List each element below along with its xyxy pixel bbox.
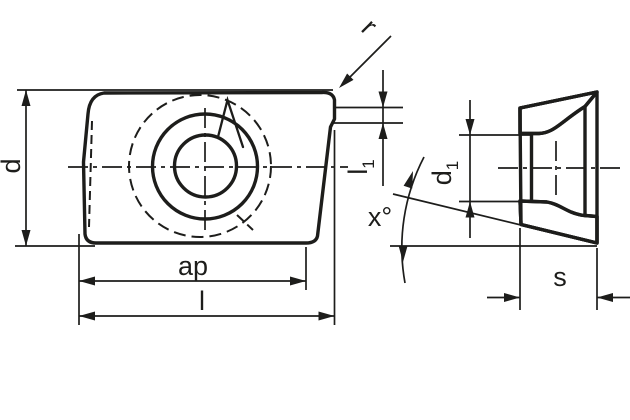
facet-peak-line bbox=[216, 95, 245, 149]
insert-outline bbox=[81, 90, 337, 245]
s-label: s bbox=[553, 262, 567, 292]
angle-sloped-line bbox=[392, 193, 598, 245]
dimension-l: l bbox=[79, 130, 336, 325]
s-arrow-left bbox=[504, 293, 520, 302]
section-top-band-hatch bbox=[518, 90, 599, 136]
dimension-d1: d1 bbox=[427, 100, 533, 238]
x-angle-label: x° bbox=[368, 202, 392, 232]
dimension-x-angle: x° bbox=[368, 156, 598, 284]
d1-label: d1 bbox=[427, 161, 462, 186]
d-label: d bbox=[0, 158, 26, 173]
d-arrow-up bbox=[21, 90, 31, 106]
d1-arrow-up bbox=[465, 201, 475, 218]
dimension-ap: ap bbox=[78, 234, 307, 325]
angle-arc bbox=[401, 156, 425, 284]
facet-line-bottom-dashed bbox=[236, 214, 254, 231]
d-arrow-down bbox=[21, 230, 31, 246]
insert-top-view bbox=[68, 90, 348, 245]
ap-label: ap bbox=[178, 251, 208, 281]
lower-face-edge-dashed bbox=[88, 120, 93, 228]
angle-arrow-top bbox=[403, 171, 413, 189]
inscribed-circle-dashed bbox=[128, 94, 272, 238]
r-label: r bbox=[356, 13, 384, 41]
l1-arrow-up bbox=[378, 123, 388, 139]
dimension-s: s bbox=[487, 228, 630, 310]
l1-label: l1 bbox=[343, 159, 378, 174]
r-arrowhead bbox=[339, 73, 354, 88]
dimension-d: d bbox=[0, 89, 333, 247]
l1-arrow-down bbox=[378, 91, 388, 108]
angle-arrow-bottom bbox=[398, 246, 408, 262]
ap-arrow-left bbox=[79, 276, 95, 286]
insert-side-view bbox=[498, 90, 621, 245]
ap-arrow-right bbox=[290, 276, 306, 286]
s-arrow-right bbox=[597, 293, 613, 302]
l-arrow-right bbox=[318, 311, 335, 321]
dimension-l1: l1 bbox=[332, 70, 403, 186]
l-arrow-left bbox=[79, 311, 95, 321]
l-label: l bbox=[199, 286, 205, 316]
d1-arrow-down bbox=[465, 119, 475, 135]
